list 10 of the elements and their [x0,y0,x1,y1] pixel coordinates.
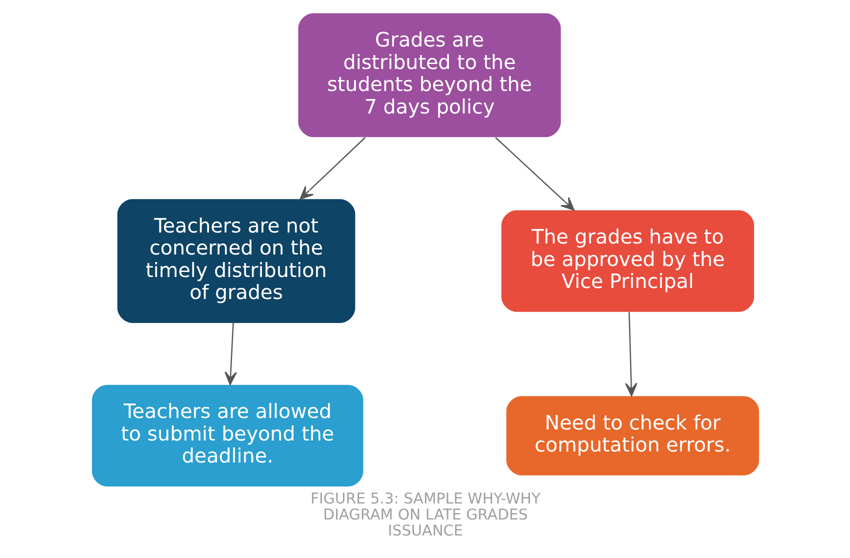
arrow [624,312,637,396]
node-box: Need to check for computation errors. [506,396,759,476]
node-box: Teachers are allowed to submit beyond the deadline. [91,384,363,486]
node-box: Teachers are not concerned on the timely distribution of grades [116,199,355,323]
node-box: Grades are distributed to the students beyond the 7 days policy [298,13,560,138]
caption: FIGURE 5.3: SAMPLE WHY-WHY DIAGRAM ON LATE GRADES ISSUANCE [310,489,540,540]
arrow [299,137,366,200]
arrow [224,322,236,386]
arrow [494,137,574,211]
node-box: The grades have to be approved by the Vice Principal [500,210,754,312]
